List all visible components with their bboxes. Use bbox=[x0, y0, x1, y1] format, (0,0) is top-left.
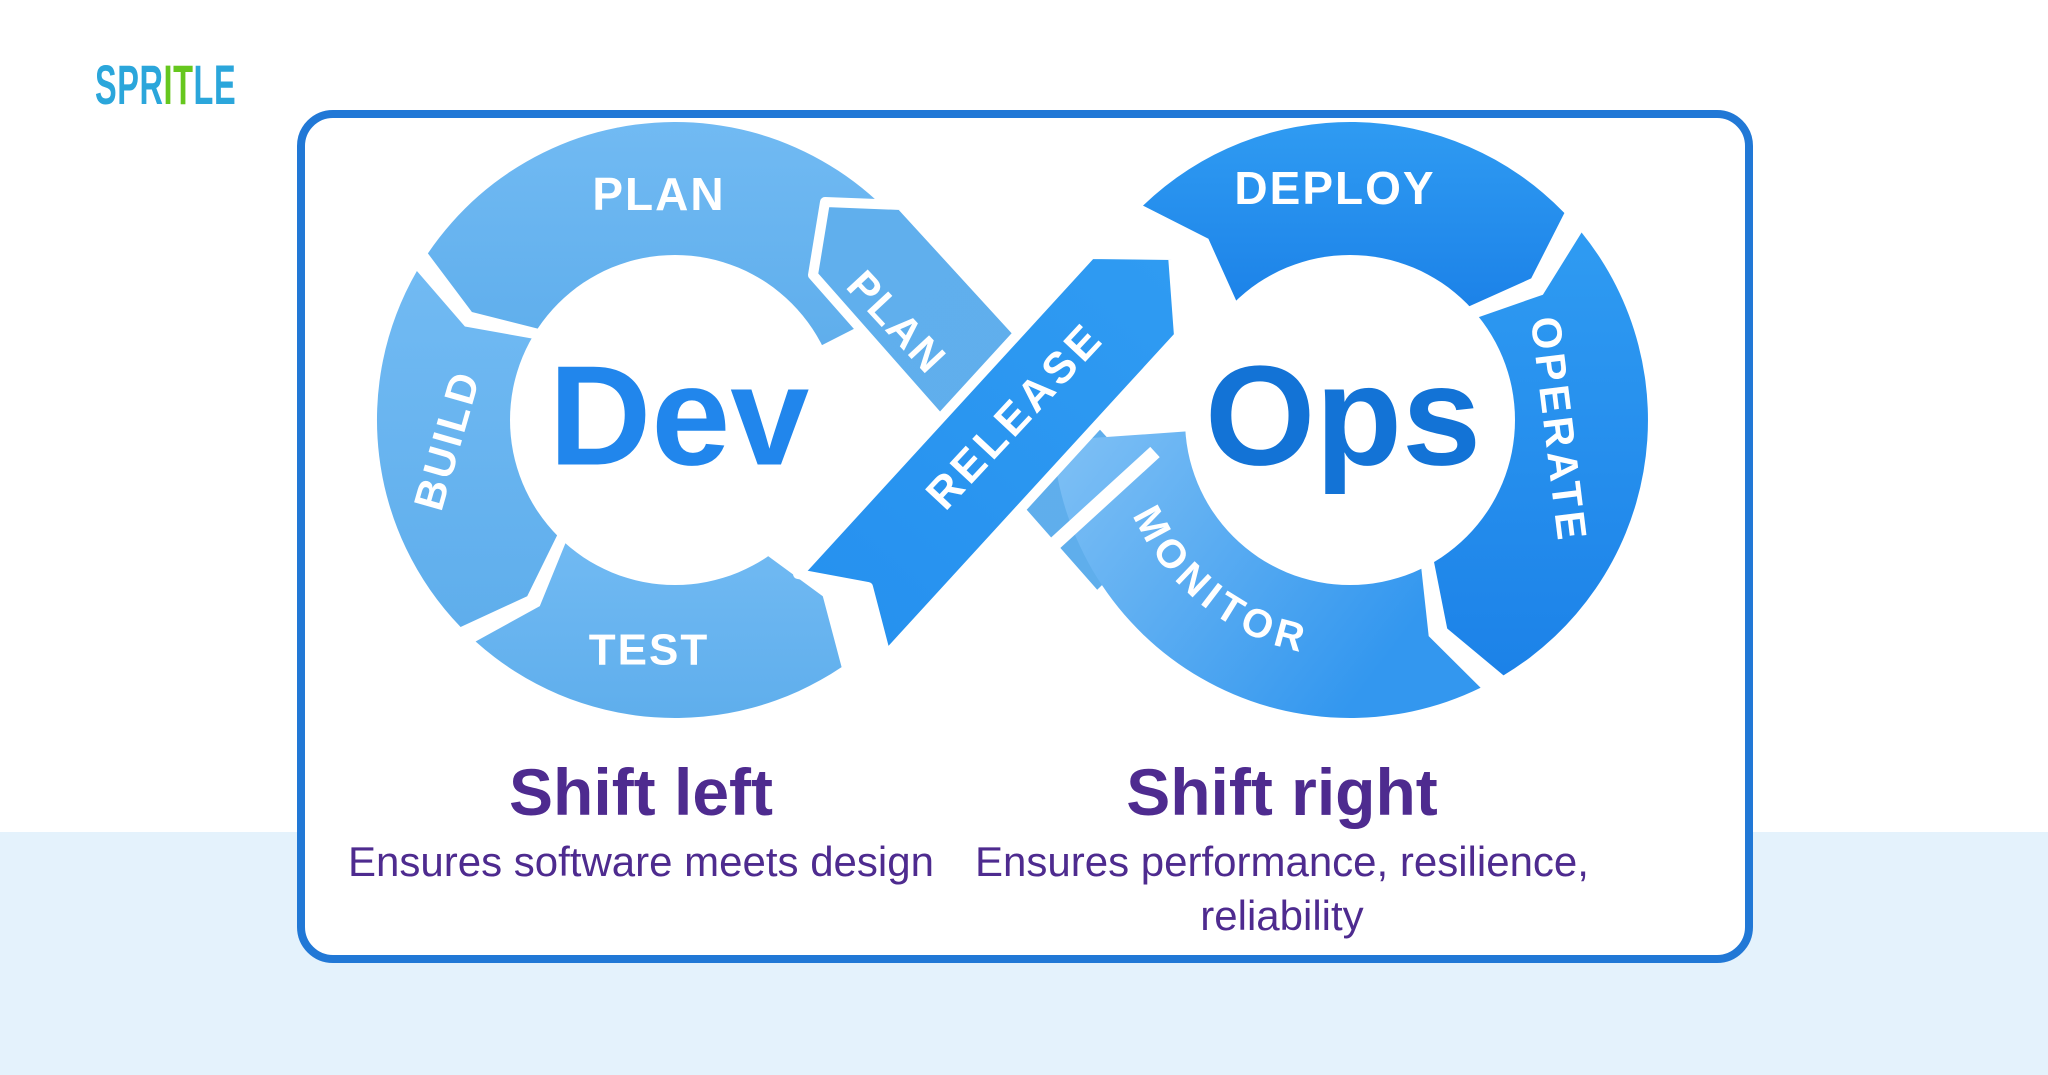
label-plan: PLAN bbox=[592, 168, 725, 220]
logo-part-2: IT bbox=[163, 53, 194, 116]
logo-part-3: LE bbox=[193, 53, 237, 116]
shift-left-title: Shift left bbox=[509, 755, 773, 829]
segment-operate bbox=[1433, 232, 1648, 676]
label-test: TEST bbox=[589, 626, 709, 675]
caption-left: Shift left Ensures software meets design bbox=[281, 755, 1001, 889]
label-dev: Dev bbox=[549, 337, 810, 496]
inner-circle-dev bbox=[510, 255, 840, 585]
caption-right: Shift right Ensures performance, resilie… bbox=[957, 755, 1607, 943]
logo-part-1: SPR bbox=[95, 53, 164, 116]
ribbon-release bbox=[793, 249, 1184, 661]
devops-infinity-diagram: PLANBUILDTESTPLANRELEASEDEPLOYOPERATEMON… bbox=[376, 121, 1648, 719]
segment-deploy bbox=[1143, 121, 1565, 308]
shift-right-subtitle: Ensures performance, resilience, reliabi… bbox=[975, 838, 1589, 940]
segment-monitor bbox=[1052, 431, 1481, 718]
shift-right-title: Shift right bbox=[1126, 755, 1438, 829]
segment-plan bbox=[427, 121, 941, 347]
gap-cut bbox=[1034, 446, 1160, 564]
label-ops: Ops bbox=[1205, 337, 1481, 496]
inner-circle-ops bbox=[1185, 255, 1515, 585]
segment-build bbox=[376, 271, 559, 627]
spritle-logo: SPRITLE bbox=[95, 52, 236, 117]
segment-test bbox=[475, 540, 842, 719]
label-deploy: DEPLOY bbox=[1234, 162, 1435, 214]
shift-left-subtitle: Ensures software meets design bbox=[348, 838, 934, 886]
